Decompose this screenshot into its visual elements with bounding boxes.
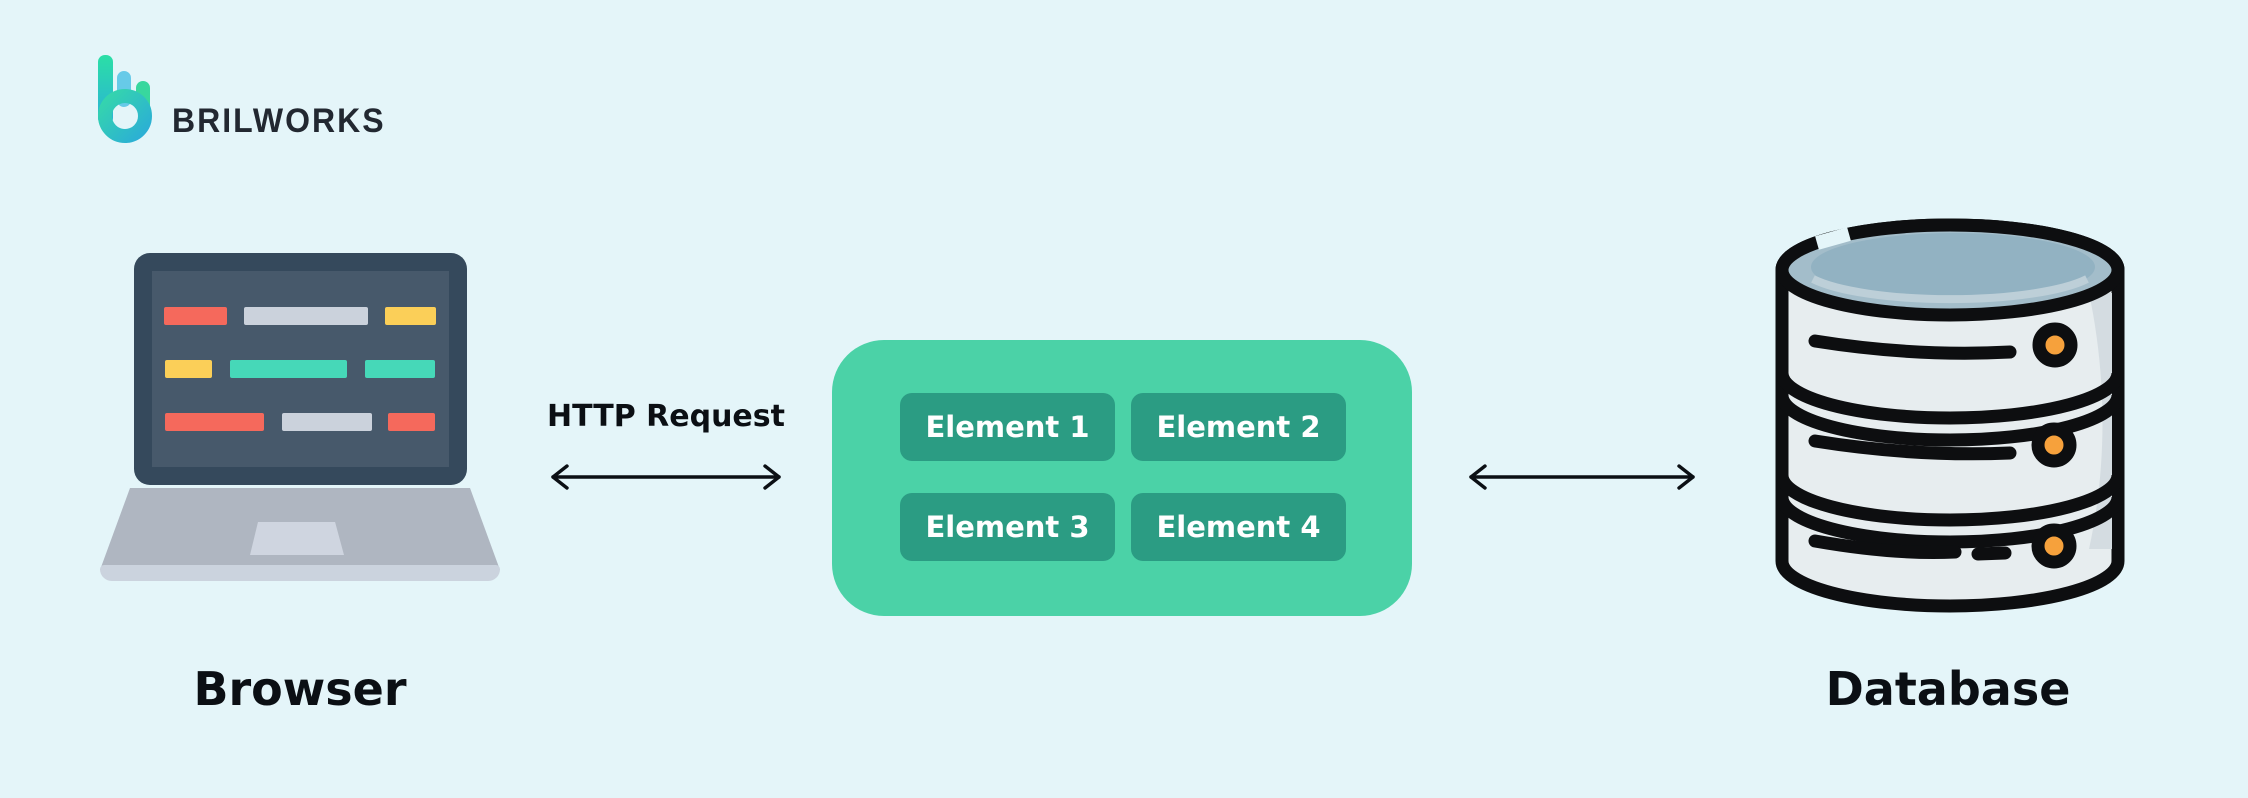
code-bar: [282, 413, 372, 431]
bidirectional-arrow-icon: [1469, 464, 1695, 490]
element-1-button: Element 1: [900, 393, 1115, 461]
http-request-label: HTTP Request: [547, 399, 785, 434]
element-4-button: Element 4: [1131, 493, 1346, 561]
code-bar: [230, 360, 347, 378]
database-label: Database: [1825, 662, 2071, 716]
laptop-trackpad: [250, 522, 344, 555]
code-bar: [165, 413, 264, 431]
element-3-button: Element 3: [900, 493, 1115, 561]
database-icon: [1775, 218, 2125, 613]
brand-name: BRILWORKS: [172, 100, 386, 139]
laptop-base-edge: [100, 565, 500, 581]
code-bar: [165, 360, 212, 378]
code-bar: [385, 307, 436, 325]
element-2-button: Element 2: [1131, 393, 1346, 461]
brand-logo: BRILWORKS: [98, 55, 386, 143]
code-bar: [388, 413, 435, 431]
element-container: Element 1 Element 2 Element 3 Element 4: [832, 340, 1412, 616]
code-bar: [164, 307, 227, 325]
browser-label: Browser: [193, 662, 407, 716]
brilworks-logo-icon: [98, 55, 152, 143]
bidirectional-arrow-icon: [551, 464, 781, 490]
code-bar: [365, 360, 435, 378]
code-bar: [244, 307, 368, 325]
